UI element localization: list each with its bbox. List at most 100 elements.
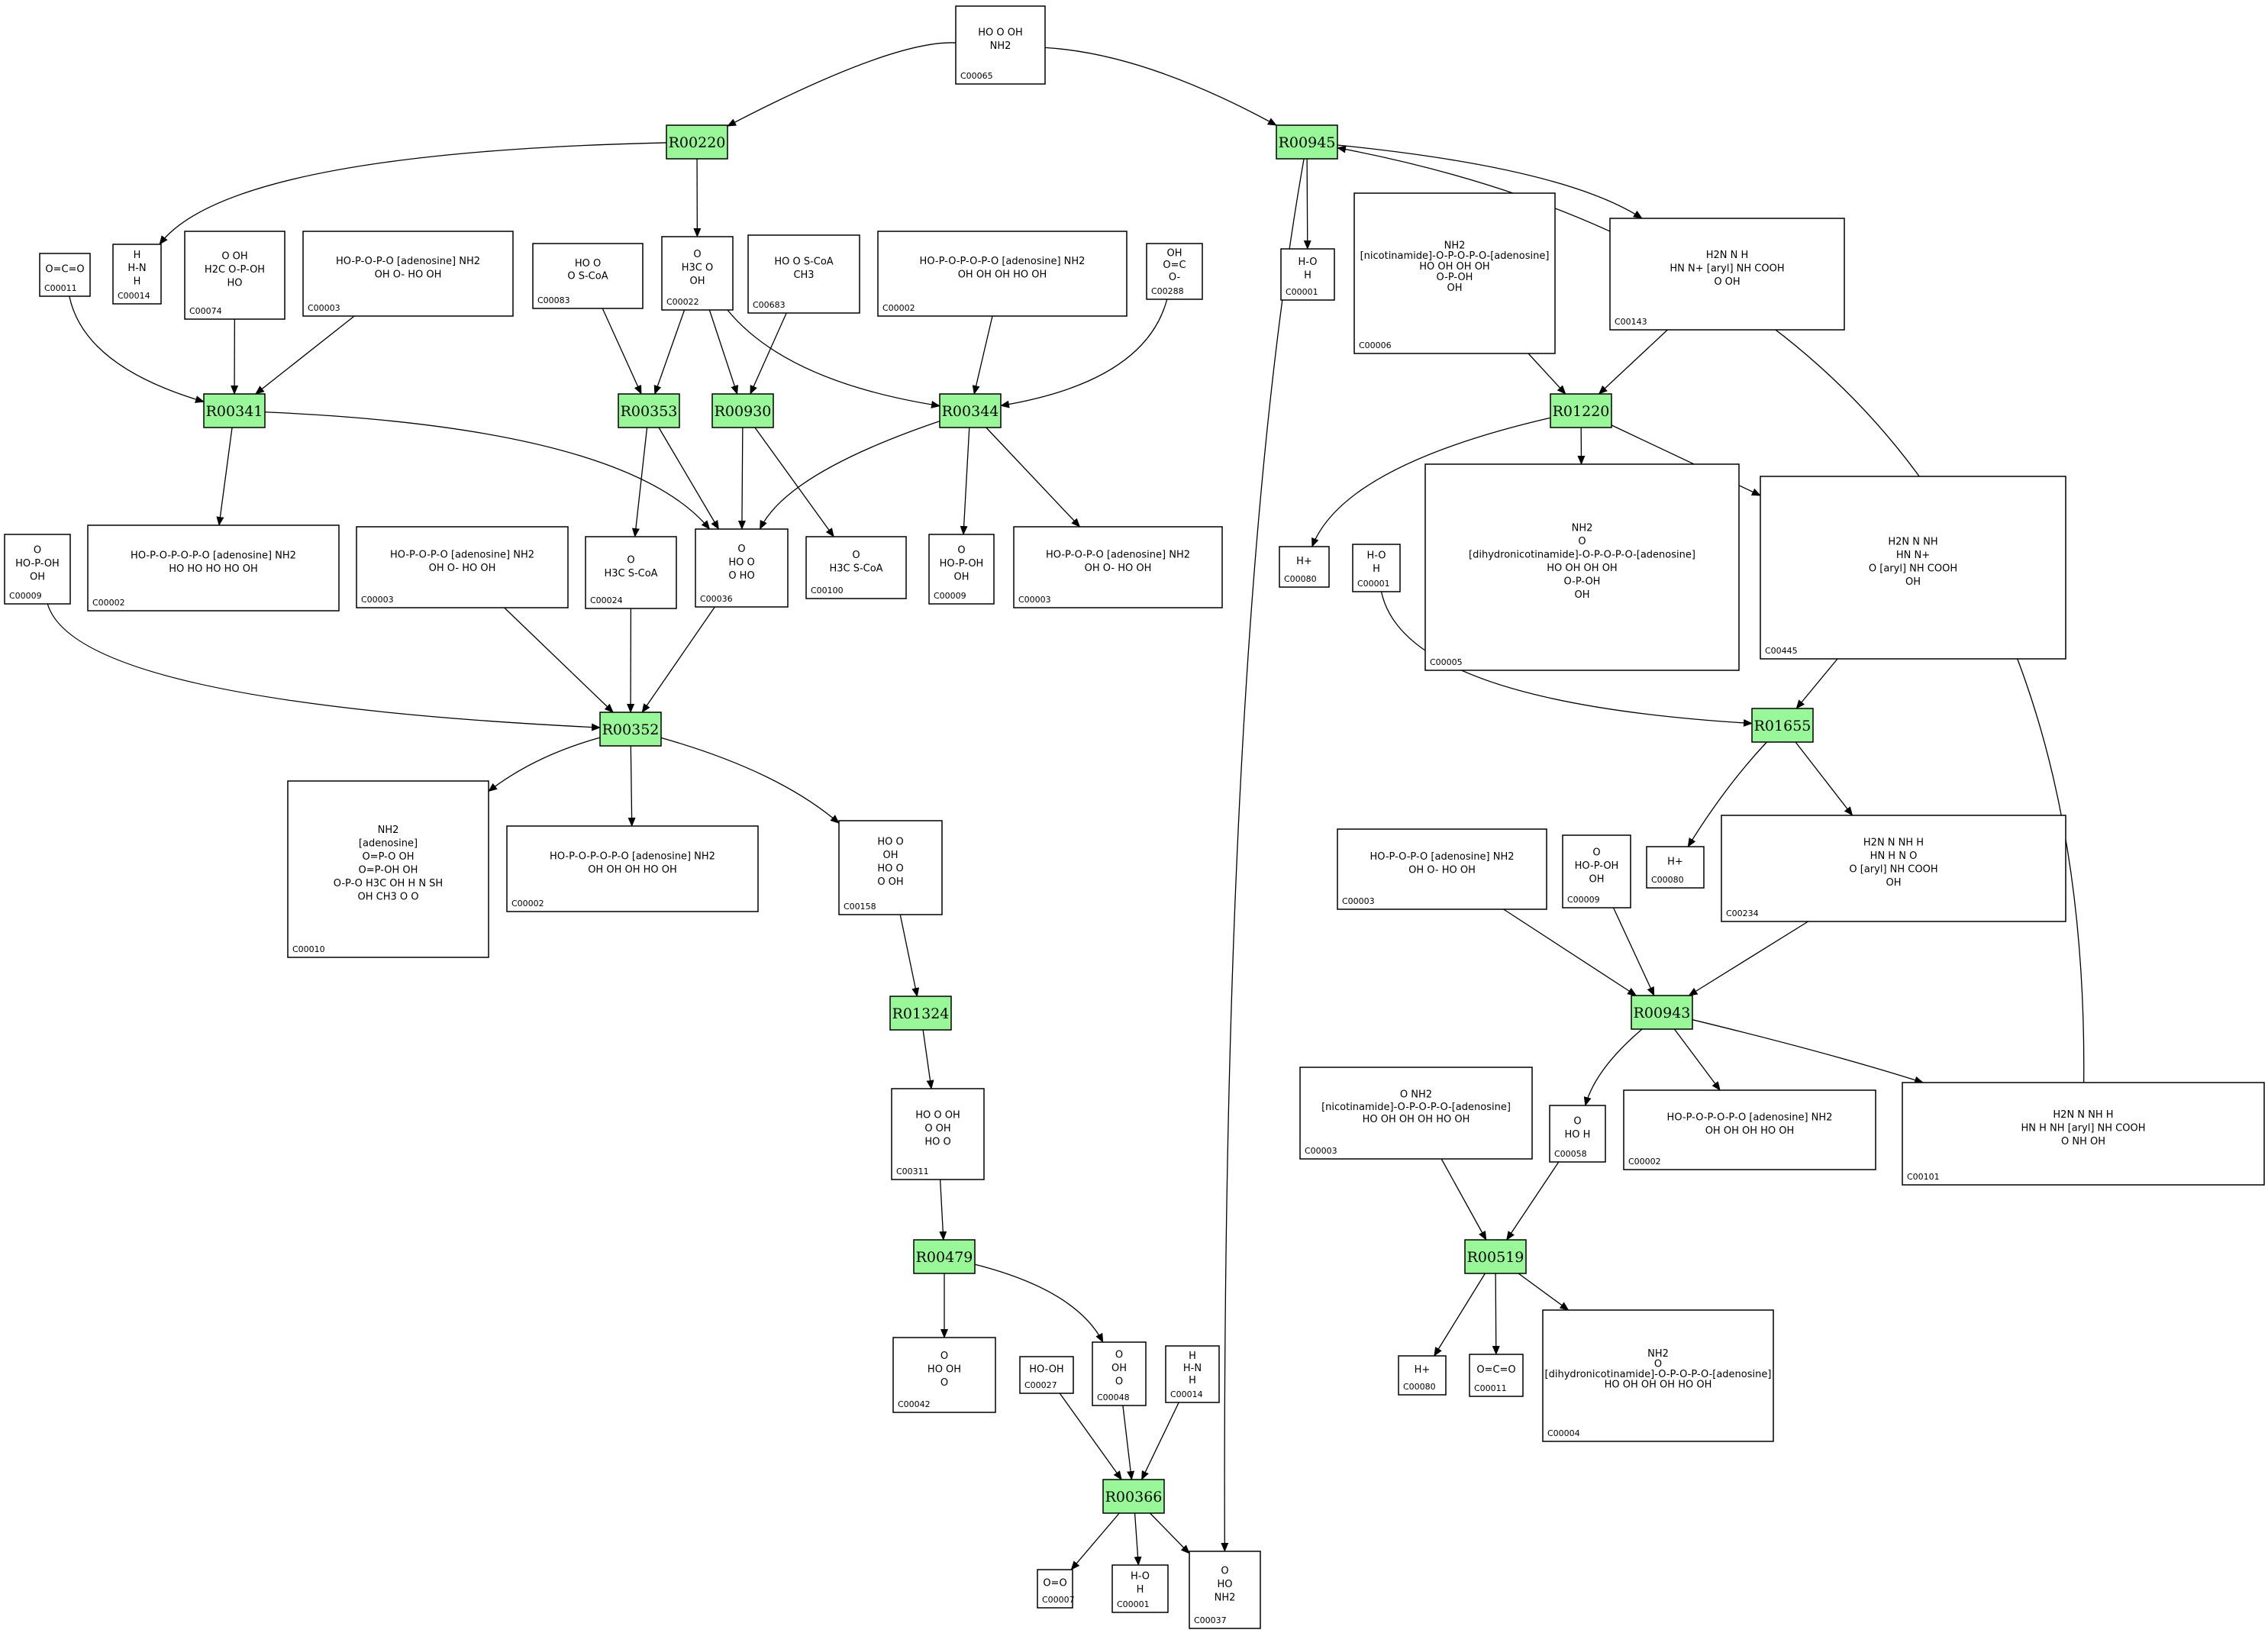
reaction-edge [974, 1263, 1104, 1343]
reaction-node[interactable]: R00341 [203, 393, 266, 428]
reaction-node[interactable]: R00220 [666, 124, 728, 160]
compound-node[interactable]: HO-P-O-P-O [adenosine] NH2 OH O- HO OHC0… [1337, 828, 1547, 910]
structure-text: OH O- HO OH [1085, 563, 1152, 574]
compound-node[interactable]: NH2O[dihydronicotinamide]-O-P-O-P-O-[ade… [1542, 1309, 1774, 1442]
compound-node[interactable]: NH2O[dihydronicotinamide]-O-P-O-P-O-[ade… [1424, 463, 1740, 671]
compound-label: C00002 [92, 598, 125, 608]
reaction-box [711, 393, 774, 428]
compound-node[interactable]: H2N N NH HHN H N OO [aryl] NH COOH OHC00… [1721, 815, 2066, 922]
compound-node[interactable]: HO-P-O-P-O [adenosine] NH2 OH O- HO OHC0… [356, 526, 569, 608]
structure-text: HO O [575, 258, 601, 269]
compound-box [1398, 1355, 1447, 1396]
reaction-edge [759, 420, 940, 530]
compound-node[interactable]: OHO=CO-C00288 [1146, 243, 1203, 300]
compound-node[interactable]: H+C00080 [1279, 546, 1330, 588]
compound-label: C00007 [1042, 1595, 1075, 1605]
structure-text: H+ [1415, 1364, 1431, 1376]
compound-node[interactable]: HO-P-O-P-O-P-O [adenosine] NH2 OH OH OH … [506, 825, 759, 912]
reaction-edge [216, 427, 233, 526]
compound-node[interactable]: HO-P-O-P-O-P-O [adenosine] NH2 HO HO HO … [87, 524, 340, 612]
reaction-node[interactable]: R00353 [618, 393, 680, 428]
reaction-node[interactable]: R01655 [1751, 708, 1814, 743]
compound-node[interactable]: H+C00080 [1646, 846, 1705, 889]
compound-node[interactable]: HO-P-O-P-O [adenosine] NH2 OH O- HO OHC0… [1013, 526, 1223, 608]
structure-text: H3C S-CoA [829, 563, 882, 575]
structure-text: HO-P-O-P-O [adenosine] NH2 [390, 550, 534, 561]
structure-text: O [957, 544, 965, 556]
structure-text: H [1189, 1375, 1196, 1386]
reaction-node[interactable]: R00943 [1631, 995, 1693, 1030]
structure-text: HO O [728, 557, 754, 568]
structure-text: HO-P-OH [15, 558, 60, 570]
reaction-node[interactable]: R00930 [711, 393, 774, 428]
reaction-edge [653, 309, 686, 395]
compound-node[interactable]: HO-P-O-P-O-P-O [adenosine] NH2 OH OH OH … [877, 231, 1128, 317]
reaction-node[interactable]: R00945 [1276, 124, 1338, 160]
reaction-node[interactable]: R00366 [1102, 1479, 1165, 1514]
structure-text: OH OH OH HO OH [1705, 1125, 1795, 1137]
reaction-edge [1122, 1405, 1135, 1480]
reaction-node[interactable]: R00344 [939, 393, 1002, 428]
structure-text: O [1221, 1565, 1228, 1577]
reaction-node[interactable]: R01220 [1550, 393, 1612, 428]
compound-node[interactable]: NH2[adenosine]O=P-O OHO=P-OH OHO-P-O H3C… [287, 780, 489, 958]
reaction-node[interactable]: R00352 [599, 712, 662, 747]
compound-node[interactable]: O NH2[nicotinamide]-O-P-O-P-O-[adenosine… [1299, 1067, 1533, 1160]
compound-box [287, 780, 489, 958]
structure-text: H [1304, 270, 1311, 282]
reaction-edge [1503, 908, 1637, 996]
reaction-node[interactable]: R01324 [889, 996, 952, 1031]
compound-box [1280, 248, 1335, 301]
structure-text: O [1578, 536, 1586, 547]
compound-node[interactable]: NH2[nicotinamide]-O-P-O-P-O-[adenosine]H… [1353, 192, 1556, 354]
reaction-node[interactable]: R00519 [1464, 1239, 1527, 1274]
compound-node[interactable]: H+C00080 [1398, 1355, 1447, 1396]
compound-box [1721, 815, 2066, 922]
reaction-node[interactable]: R00479 [913, 1239, 976, 1274]
compound-label: C00009 [1567, 895, 1600, 905]
structure-text: HO OH OH OH HO OH [1605, 1379, 1712, 1390]
structure-text: O [940, 1377, 948, 1389]
compound-box [838, 820, 943, 915]
compound-node[interactable]: HO-P-O-P-O-P-O [adenosine] NH2 OH OH OH … [1623, 1089, 1876, 1170]
reaction-edge [1673, 1028, 1721, 1091]
structure-text: O S-CoA [567, 271, 608, 282]
compound-label: C00004 [1547, 1428, 1580, 1438]
structure-text: HN N+ [aryl] NH COOH [1670, 263, 1784, 274]
compound-label: C00311 [896, 1167, 929, 1176]
compound-node[interactable]: HO-P-O-P-O [adenosine] NH2 OH O- HO OHC0… [302, 231, 514, 317]
compound-label: C00037 [1194, 1615, 1227, 1625]
structure-text: OH OH OH HO OH [588, 864, 677, 876]
structure-text: H3C S-CoA [604, 568, 657, 579]
compound-box [661, 236, 734, 311]
